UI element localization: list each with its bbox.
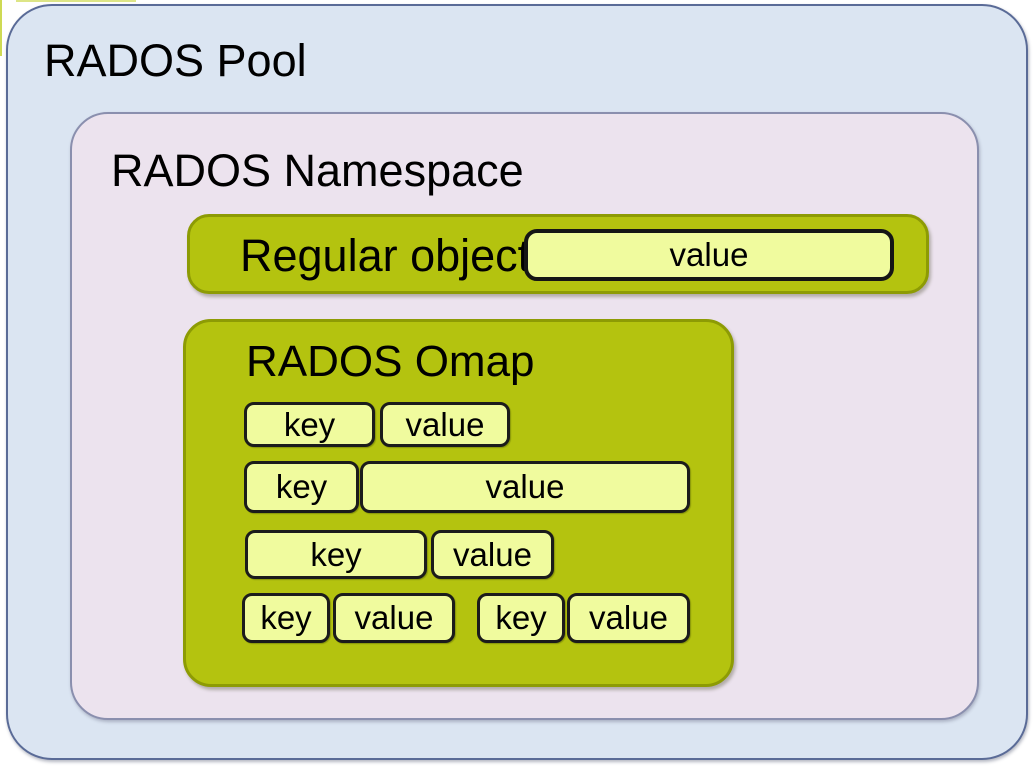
key-label: key xyxy=(283,405,336,443)
value-label: value xyxy=(453,535,532,573)
regular-object-value-box: value xyxy=(524,229,894,281)
pool-title: RADOS Pool xyxy=(44,35,307,86)
omap-key-box: key xyxy=(242,593,330,643)
background-artifact xyxy=(0,0,2,56)
omap-value-box: value xyxy=(431,530,554,579)
omap-value-box: value xyxy=(380,402,510,447)
omap-value-box: value xyxy=(333,593,455,643)
value-label: value xyxy=(354,599,434,636)
omap-key-box: key xyxy=(245,530,427,579)
regular-object-bar: Regular object value xyxy=(187,214,929,294)
key-label: key xyxy=(495,599,547,636)
key-label: key xyxy=(310,535,362,573)
value-label: value xyxy=(405,405,485,443)
omap-key-box: key xyxy=(244,461,359,513)
omap-key-box: key xyxy=(477,593,565,643)
rados-namespace-container: RADOS Namespace Regular object value RAD… xyxy=(70,112,979,720)
key-label: key xyxy=(275,468,328,505)
omap-key-box: key xyxy=(244,402,375,447)
omap-title: RADOS Omap xyxy=(246,337,535,386)
rados-pool-container: RADOS Pool RADOS Namespace Regular objec… xyxy=(6,4,1028,760)
background-artifact xyxy=(16,0,136,2)
value-label: value xyxy=(589,599,668,636)
omap-value-box: value xyxy=(360,461,690,513)
omap-value-box: value xyxy=(567,593,690,643)
value-label: value xyxy=(485,468,565,505)
key-label: key xyxy=(260,599,312,636)
regular-object-label: Regular object xyxy=(240,230,531,281)
regular-object-value-label: value xyxy=(669,236,749,273)
namespace-title: RADOS Namespace xyxy=(111,145,524,196)
rados-omap-box: RADOS Omap key value key value key value… xyxy=(183,319,734,687)
